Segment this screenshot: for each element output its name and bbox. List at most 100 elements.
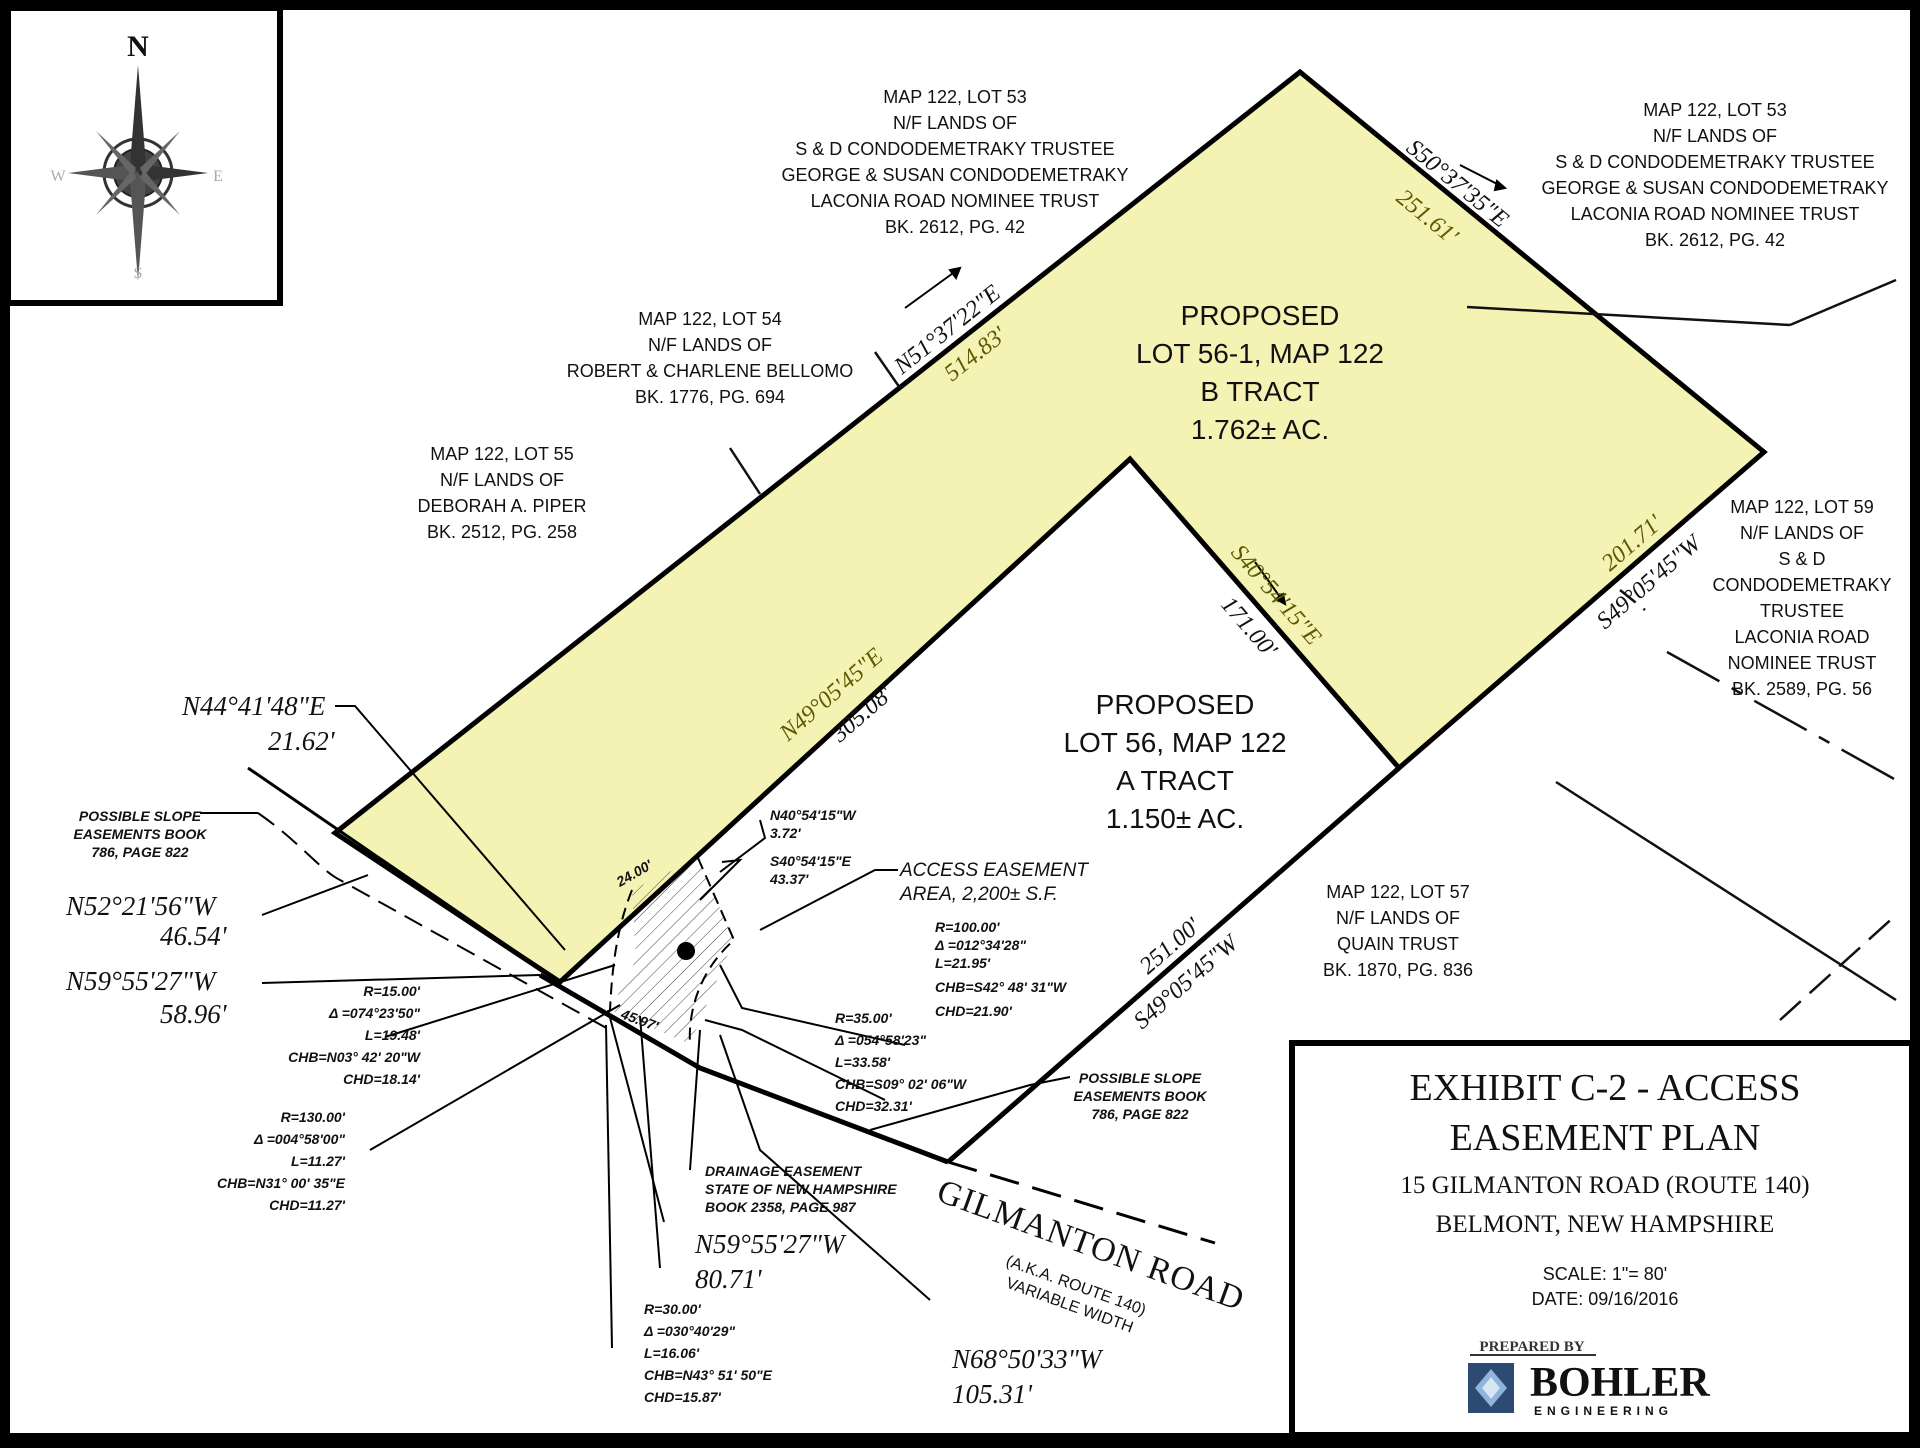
svg-text:BK. 2589, PG. 56: BK. 2589, PG. 56 bbox=[1732, 679, 1872, 699]
svg-text:S & D CONDODEMETRAKY TRUSTEE: S & D CONDODEMETRAKY TRUSTEE bbox=[795, 139, 1114, 159]
curve-r130-note: R=130.00' Δ =004°58'00" L=11.27' CHB=N31… bbox=[217, 1109, 346, 1213]
svg-text:MAP 122, LOT 54: MAP 122, LOT 54 bbox=[638, 309, 781, 329]
svg-text:N/F LANDS OF: N/F LANDS OF bbox=[440, 470, 564, 490]
bearing-arrows bbox=[904, 164, 1508, 606]
svg-text:3.72': 3.72' bbox=[770, 825, 801, 841]
n59b-distance: 80.71' bbox=[695, 1264, 763, 1294]
curve-r15-note: R=15.00' Δ =074°23'50" L=19.48' CHB=N03°… bbox=[288, 983, 422, 1087]
svg-text:GEORGE & SUSAN CONDODEMETRAKY: GEORGE & SUSAN CONDODEMETRAKY bbox=[781, 165, 1128, 185]
title-block: EXHIBIT C-2 - ACCESS EASEMENT PLAN 15 GI… bbox=[1289, 1040, 1915, 1438]
n59b-bearing: N59°55'27"W bbox=[694, 1229, 847, 1259]
svg-text:786, PAGE 822: 786, PAGE 822 bbox=[91, 844, 188, 860]
svg-text:CHB=S42° 48' 31"W: CHB=S42° 48' 31"W bbox=[935, 979, 1068, 995]
svg-text:CHB=N03° 42' 20"W: CHB=N03° 42' 20"W bbox=[288, 1049, 422, 1065]
svg-text:BK. 2512, PG. 258: BK. 2512, PG. 258 bbox=[427, 522, 577, 542]
title-line2: EASEMENT PLAN bbox=[1450, 1117, 1761, 1159]
svg-text:Δ =012°34'28": Δ =012°34'28" bbox=[934, 937, 1026, 953]
svg-text:EASEMENTS BOOK: EASEMENTS BOOK bbox=[73, 826, 207, 842]
svg-text:786, PAGE 822: 786, PAGE 822 bbox=[1091, 1106, 1188, 1122]
curve-r100-note: R=100.00' Δ =012°34'28" L=21.95' CHB=S42… bbox=[934, 919, 1068, 1019]
svg-text:GEORGE & SUSAN CONDODEMETRAKY: GEORGE & SUSAN CONDODEMETRAKY bbox=[1541, 178, 1888, 198]
n59a-bearing: N59°55'27"W bbox=[65, 966, 218, 996]
svg-text:ROBERT & CHARLENE BELLOMO: ROBERT & CHARLENE BELLOMO bbox=[567, 361, 853, 381]
svg-text:DEBORAH A. PIPER: DEBORAH A. PIPER bbox=[417, 496, 586, 516]
svg-text:R=130.00': R=130.00' bbox=[281, 1109, 346, 1125]
a-tract-label: PROPOSED LOT 56, MAP 122 A TRACT 1.150± … bbox=[1063, 689, 1286, 834]
svg-text:B TRACT: B TRACT bbox=[1200, 376, 1319, 407]
title-line4: BELMONT, NEW HAMPSHIRE bbox=[1436, 1211, 1775, 1238]
company-sub: ENGINEERING bbox=[1534, 1404, 1673, 1418]
svg-text:MAP 122, LOT 57: MAP 122, LOT 57 bbox=[1326, 882, 1469, 902]
slope-easement-lower-note: POSSIBLE SLOPE EASEMENTS BOOK 786, PAGE … bbox=[1073, 1070, 1207, 1122]
svg-text:LOT 56-1, MAP 122: LOT 56-1, MAP 122 bbox=[1136, 338, 1384, 369]
lot59-label: MAP 122, LOT 59 N/F LANDS OF S & D CONDO… bbox=[1712, 497, 1891, 699]
compass-west: W bbox=[50, 168, 66, 185]
compass-north: N bbox=[127, 30, 149, 63]
svg-text:CHD=15.87': CHD=15.87' bbox=[644, 1389, 722, 1405]
lot57-label: MAP 122, LOT 57 N/F LANDS OF QUAIN TRUST… bbox=[1323, 882, 1473, 980]
svg-text:PROPOSED: PROPOSED bbox=[1096, 689, 1255, 720]
scale-text: SCALE: 1"= 80' bbox=[1543, 1264, 1667, 1284]
svg-text:N40°54'15"W: N40°54'15"W bbox=[770, 807, 857, 823]
s40-call-note: S40°54'15"E 43.37' bbox=[769, 853, 852, 887]
svg-text:L=11.27': L=11.27' bbox=[291, 1153, 346, 1169]
svg-text:CHB=N31° 00' 35"E: CHB=N31° 00' 35"E bbox=[217, 1175, 346, 1191]
lot55-label: MAP 122, LOT 55 N/F LANDS OF DEBORAH A. … bbox=[417, 444, 586, 542]
n44-distance: 21.62' bbox=[268, 726, 336, 756]
n52-distance: 46.54' bbox=[160, 921, 228, 951]
svg-text:AREA, 2,200± S.F.: AREA, 2,200± S.F. bbox=[899, 884, 1058, 905]
svg-text:1.762± AC.: 1.762± AC. bbox=[1191, 414, 1329, 445]
access-easement-note: ACCESS EASEMENT AREA, 2,200± S.F. bbox=[899, 860, 1089, 905]
svg-text:POSSIBLE SLOPE: POSSIBLE SLOPE bbox=[1079, 1070, 1202, 1086]
svg-text:DRAINAGE EASEMENT: DRAINAGE EASEMENT bbox=[705, 1163, 863, 1179]
svg-text:LOT 56, MAP 122: LOT 56, MAP 122 bbox=[1063, 727, 1286, 758]
svg-text:PROPOSED: PROPOSED bbox=[1181, 300, 1340, 331]
svg-text:MAP 122, LOT 59: MAP 122, LOT 59 bbox=[1730, 497, 1873, 517]
compass-east: E bbox=[213, 168, 223, 185]
svg-text:CHB=S09° 02' 06"W: CHB=S09° 02' 06"W bbox=[835, 1076, 968, 1092]
svg-text:Δ =074°23'50": Δ =074°23'50" bbox=[328, 1005, 420, 1021]
svg-text:BK. 1870, PG. 836: BK. 1870, PG. 836 bbox=[1323, 960, 1473, 980]
svg-text:MAP 122, LOT 55: MAP 122, LOT 55 bbox=[430, 444, 573, 464]
svg-text:ACCESS EASEMENT: ACCESS EASEMENT bbox=[899, 860, 1089, 881]
svg-text:POSSIBLE SLOPE: POSSIBLE SLOPE bbox=[79, 808, 202, 824]
access-point-marker bbox=[677, 942, 695, 960]
svg-text:R=15.00': R=15.00' bbox=[363, 983, 420, 999]
svg-text:LACONIA ROAD: LACONIA ROAD bbox=[1734, 627, 1869, 647]
svg-text:CHD=11.27': CHD=11.27' bbox=[269, 1197, 346, 1213]
n44-bearing: N44°41'48"E bbox=[181, 691, 326, 721]
svg-text:R=100.00': R=100.00' bbox=[935, 919, 1000, 935]
svg-text:S & D: S & D bbox=[1778, 549, 1825, 569]
svg-text:S & D CONDODEMETRAKY TRUSTEE: S & D CONDODEMETRAKY TRUSTEE bbox=[1555, 152, 1874, 172]
title-line3: 15 GILMANTON ROAD (ROUTE 140) bbox=[1400, 1172, 1809, 1199]
svg-text:N/F LANDS OF: N/F LANDS OF bbox=[648, 335, 772, 355]
svg-text:BK. 2612, PG. 42: BK. 2612, PG. 42 bbox=[1645, 230, 1785, 250]
title-line1: EXHIBIT C-2 - ACCESS bbox=[1410, 1067, 1801, 1109]
svg-text:R=30.00': R=30.00' bbox=[644, 1301, 701, 1317]
compass-south: S bbox=[134, 265, 143, 282]
road-right-of-way bbox=[247, 766, 1216, 1245]
lot53-right-label: MAP 122, LOT 53 N/F LANDS OF S & D CONDO… bbox=[1541, 100, 1888, 250]
svg-text:L=19.48': L=19.48' bbox=[365, 1027, 421, 1043]
prepared-by-text: PREPARED BY bbox=[1479, 1339, 1584, 1355]
svg-text:S40°54'15"E: S40°54'15"E bbox=[770, 853, 852, 869]
leader-lines bbox=[200, 705, 1071, 1349]
b-tract-label: PROPOSED LOT 56-1, MAP 122 B TRACT 1.762… bbox=[1136, 300, 1384, 445]
svg-text:BK. 2612, PG. 42: BK. 2612, PG. 42 bbox=[885, 217, 1025, 237]
company-name: BOHLER bbox=[1530, 1360, 1710, 1406]
svg-text:Δ =030°40'29": Δ =030°40'29" bbox=[643, 1323, 735, 1339]
curve-r35-note: R=35.00' Δ =054°58'23" L=33.58' CHB=S09°… bbox=[834, 1010, 968, 1114]
svg-text:43.37': 43.37' bbox=[769, 871, 809, 887]
svg-text:LACONIA ROAD NOMINEE TRUST: LACONIA ROAD NOMINEE TRUST bbox=[811, 191, 1100, 211]
svg-text:CHB=N43° 51' 50"E: CHB=N43° 51' 50"E bbox=[644, 1367, 773, 1383]
n68-distance: 105.31' bbox=[952, 1379, 1033, 1409]
svg-text:CONDODEMETRAKY: CONDODEMETRAKY bbox=[1712, 575, 1891, 595]
svg-text:N/F LANDS OF: N/F LANDS OF bbox=[1336, 908, 1460, 928]
slope-easement-upper-note: POSSIBLE SLOPE EASEMENTS BOOK 786, PAGE … bbox=[73, 808, 207, 860]
a-tract-boundary bbox=[538, 766, 1401, 1165]
svg-text:MAP 122, LOT 53: MAP 122, LOT 53 bbox=[883, 87, 1026, 107]
lot53-left-label: MAP 122, LOT 53 N/F LANDS OF S & D CONDO… bbox=[781, 87, 1128, 237]
date-text: DATE: 09/16/2016 bbox=[1532, 1289, 1679, 1309]
drainage-easement-note: DRAINAGE EASEMENT STATE OF NEW HAMPSHIRE… bbox=[705, 1163, 897, 1215]
